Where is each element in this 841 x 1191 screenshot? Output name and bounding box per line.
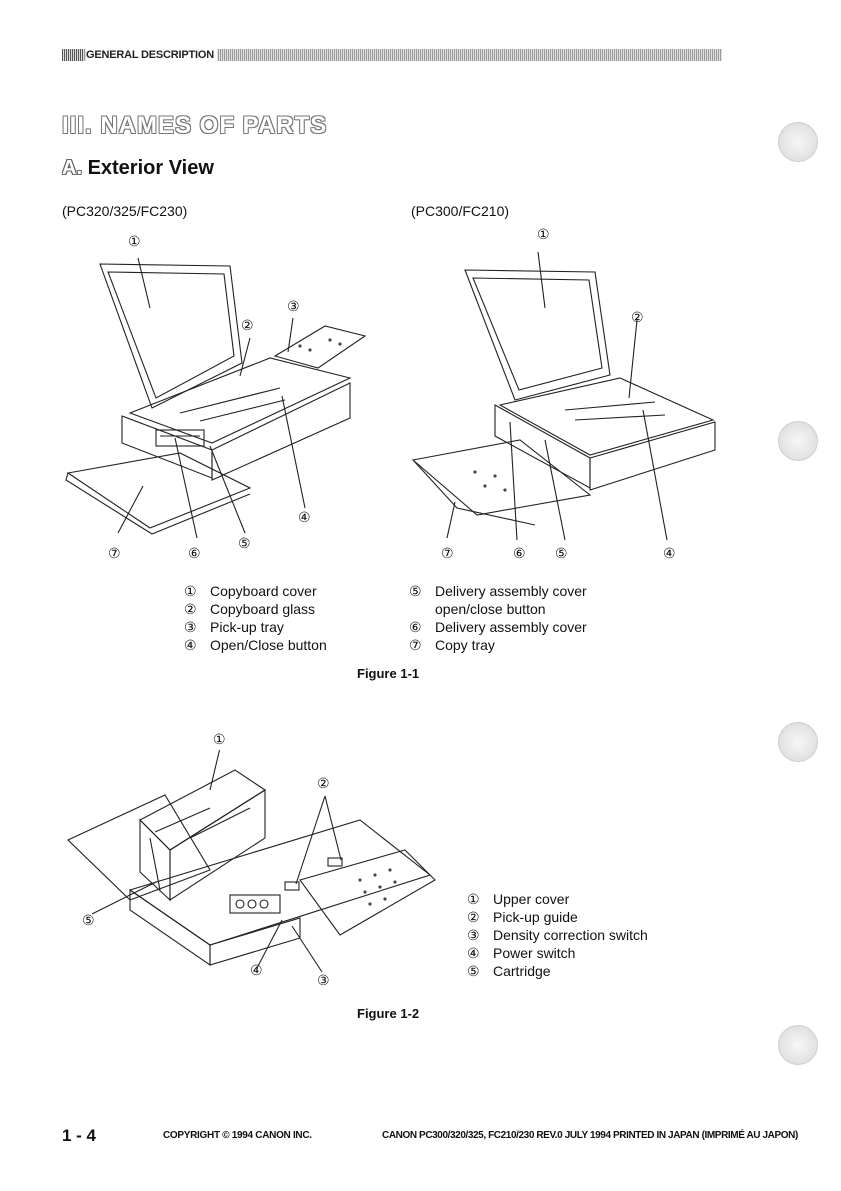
legend-item-continuation: open/close button	[435, 601, 546, 617]
punch-hole	[778, 122, 818, 162]
callout-2: ②	[631, 309, 644, 325]
callout-1: ①	[213, 731, 226, 747]
callout-5: ⑤	[238, 535, 251, 551]
copy-tray-shape	[411, 439, 592, 516]
header-rule-lead	[62, 49, 84, 61]
copyboard-shape	[128, 357, 352, 444]
callout-6: ⑥	[513, 545, 526, 561]
callout-3: ③	[287, 298, 300, 314]
pickup-tray-shape	[273, 325, 367, 369]
callout-4: ④	[298, 509, 311, 525]
subsection-text: Exterior View	[87, 157, 214, 179]
copier-open-illustration	[67, 750, 436, 973]
callout-5: ⑤	[555, 545, 568, 561]
header-section-label: GENERAL DESCRIPTION	[86, 48, 218, 62]
revision-notice: CANON PC300/320/325, FC210/230 REV.0 JUL…	[382, 1130, 798, 1141]
model-label-left: (PC320/325/FC230)	[62, 203, 188, 219]
model-label-right: (PC300/FC210)	[411, 203, 510, 219]
callout-1: ①	[537, 226, 550, 242]
copyboard-cover-shape	[464, 269, 611, 401]
figure-caption: Figure 1-1	[357, 666, 420, 681]
copyboard-cover-shape	[99, 263, 243, 409]
callout-2: ②	[241, 317, 254, 333]
copyboard-shape	[498, 377, 715, 456]
punch-hole	[778, 1025, 818, 1065]
figure-caption: Figure 1-2	[357, 1006, 420, 1021]
copier-illustration-left	[65, 257, 367, 539]
header-rule	[62, 49, 722, 61]
punch-hole	[778, 421, 818, 461]
callout-5: ⑤	[82, 912, 95, 928]
page-number: 1 - 4	[62, 1126, 97, 1145]
subsection-letter: A.	[62, 157, 82, 179]
callout-3: ③	[317, 972, 330, 988]
callout-2: ②	[317, 775, 330, 791]
callout-7: ⑦	[108, 545, 121, 561]
copy-tray-shape	[67, 794, 211, 901]
pickup-tray-shape	[299, 849, 436, 936]
callout-4: ④	[663, 545, 676, 561]
punch-hole	[778, 722, 818, 762]
callout-4: ④	[250, 962, 263, 978]
copyright-notice: COPYRIGHT © 1994 CANON INC.	[163, 1130, 312, 1141]
callout-1: ①	[128, 233, 141, 249]
copier-illustration-right	[411, 251, 716, 541]
subsection-title: A. Exterior View	[62, 157, 214, 180]
control-panel-shape	[229, 894, 281, 914]
callout-7: ⑦	[441, 545, 454, 561]
body-shape	[128, 819, 432, 946]
section-title: III. NAMES OF PARTS	[62, 112, 328, 139]
copy-tray-shape	[66, 452, 252, 529]
callout-6: ⑥	[188, 545, 201, 561]
